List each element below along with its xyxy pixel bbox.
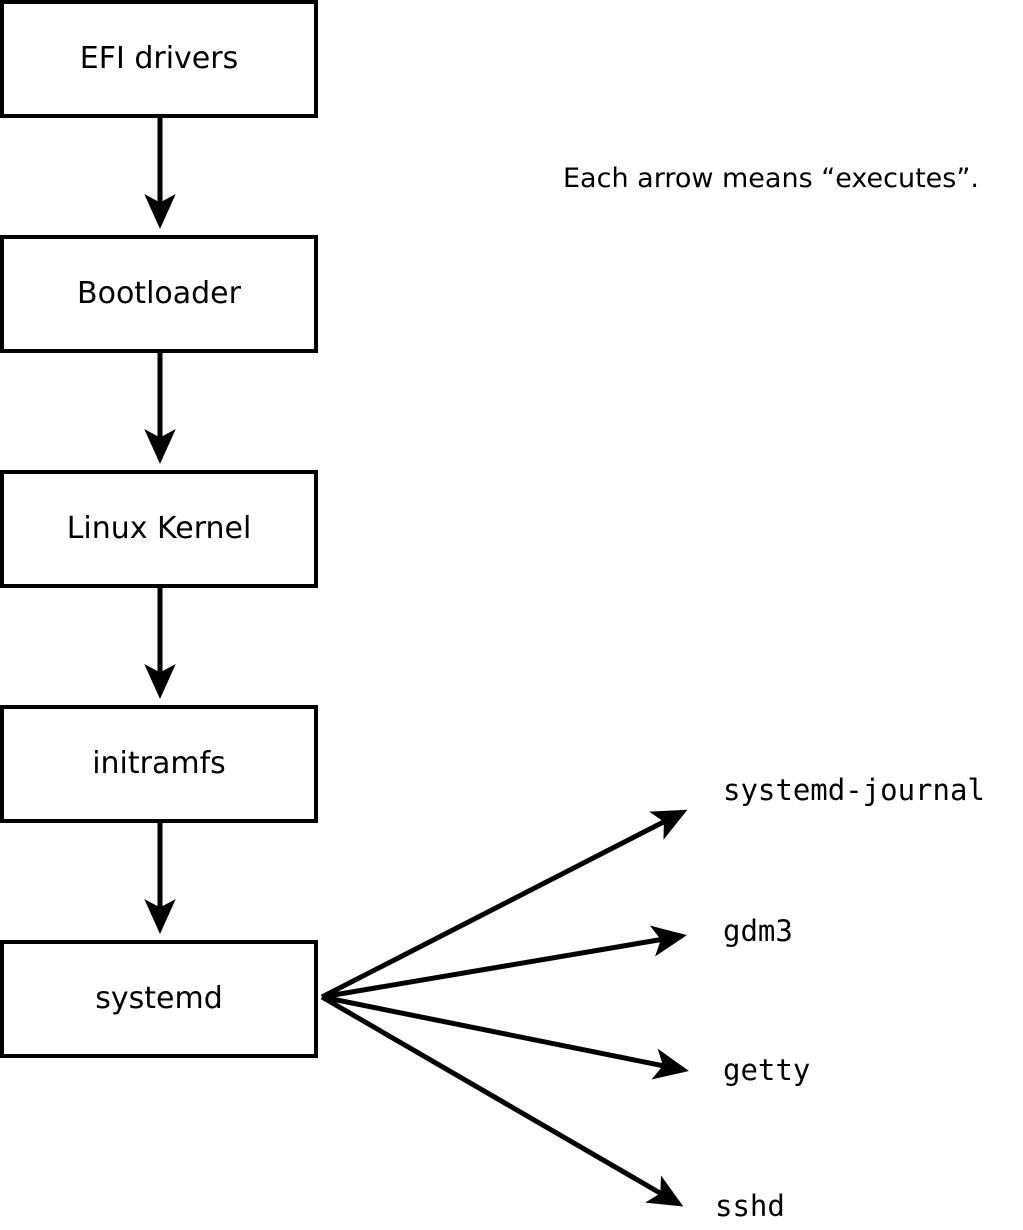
diagram-annotation: Each arrow means “executes”. — [563, 163, 979, 194]
stage-box-bootloader[interactable]: Bootloader — [0, 235, 318, 353]
service-label-getty[interactable]: getty — [723, 1053, 811, 1087]
stage-label-initramfs: initramfs — [92, 746, 226, 781]
stage-label-efi-drivers: EFI drivers — [79, 41, 239, 76]
arrow-systemd-to-sshd — [320, 994, 684, 1207]
stage-box-linux-kernel[interactable]: Linux Kernel — [0, 470, 318, 588]
service-label-sshd[interactable]: sshd — [715, 1189, 785, 1223]
stage-label-systemd: systemd — [95, 981, 223, 1016]
arrow-systemd-to-gdm3 — [321, 925, 687, 1000]
stage-label-bootloader: Bootloader — [77, 276, 241, 311]
stage-box-initramfs[interactable]: initramfs — [0, 705, 318, 823]
arrow-systemd-to-getty — [321, 994, 689, 1080]
arrow-systemd-to-systemd-journal — [320, 809, 688, 1000]
service-label-systemd-journal[interactable]: systemd-journal — [723, 773, 985, 807]
stage-label-linux-kernel: Linux Kernel — [66, 511, 252, 546]
service-label-gdm3[interactable]: gdm3 — [723, 914, 793, 948]
stage-box-efi-drivers[interactable]: EFI drivers — [0, 0, 318, 118]
stage-box-systemd[interactable]: systemd — [0, 940, 318, 1058]
